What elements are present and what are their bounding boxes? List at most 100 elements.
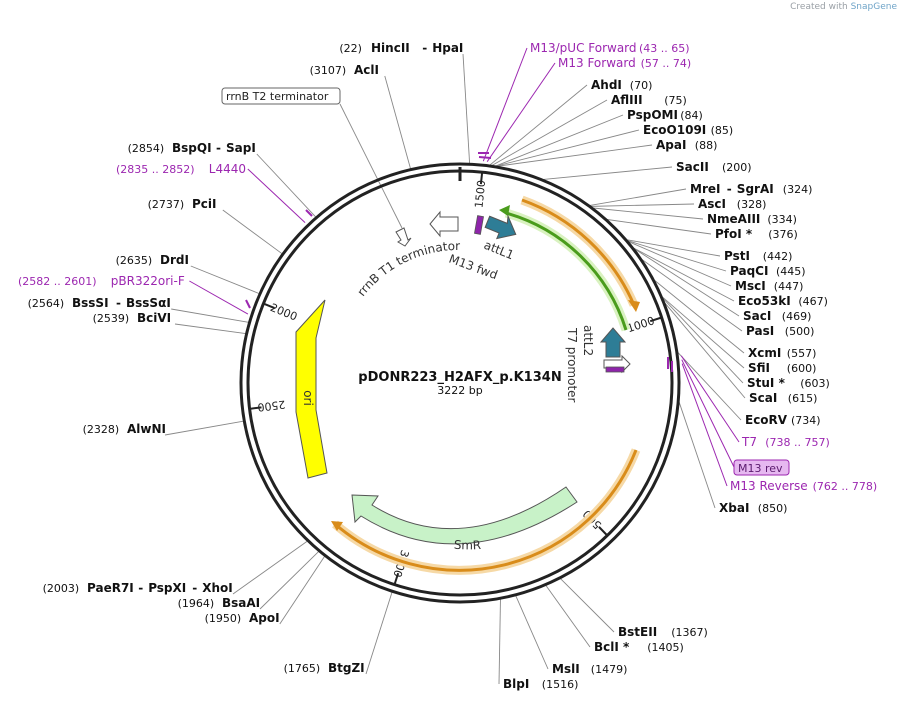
enzyme-position: (2635)	[116, 254, 153, 267]
plasmid-name: pDONR223_H2AFX_p.K134N	[358, 370, 561, 385]
enzyme-name: PaqCI	[730, 264, 768, 278]
enzyme-site[interactable]: XbaI(850)	[719, 501, 787, 515]
enzyme-name: XcmI	[748, 346, 781, 360]
enzyme-leader	[634, 248, 740, 317]
enzyme-leader	[593, 207, 704, 220]
feature-label-ori: ori	[301, 390, 315, 406]
enzyme-site[interactable]: (2854) BspQI-SapI	[128, 141, 256, 155]
enzyme-position: (2854)	[128, 142, 165, 155]
enzyme-leader	[279, 556, 325, 625]
enzyme-position: (1367)	[671, 626, 708, 639]
enzyme-site[interactable]: AhdI(70)	[591, 78, 652, 92]
primer-name: L4440	[209, 162, 246, 176]
enzyme-position: (2539)	[93, 312, 130, 325]
enzyme-site[interactable]: (2328)AlwNI	[83, 422, 166, 436]
enzyme-position: (2564)	[28, 297, 65, 310]
primer-name: M13 Reverse	[730, 479, 808, 493]
primer-site[interactable]: M13/pUC Forward(43 .. 65)	[530, 41, 690, 55]
enzyme-leader	[677, 352, 742, 421]
enzyme-site[interactable]: BstEII(1367)	[618, 625, 708, 639]
enzyme-position: (75)	[664, 94, 687, 107]
enzyme-leader	[232, 540, 308, 595]
enzyme-name: PfoI *	[715, 227, 753, 241]
primer-leader	[189, 280, 249, 315]
enzyme-leader	[498, 599, 501, 685]
enzyme-name: Eco53kI	[738, 294, 791, 308]
primer-site[interactable]: (2835 .. 2852)L4440	[116, 162, 246, 176]
enzyme-position: (22)	[339, 42, 362, 55]
enzyme-site[interactable]: NmeAIII(334)	[707, 212, 797, 226]
enzyme-site[interactable]: (22)HincII-HpaI	[339, 41, 463, 55]
enzyme-position: (88)	[695, 139, 718, 152]
enzyme-site[interactable]: AflIII(75)	[611, 93, 687, 107]
enzyme-name: SapI	[226, 141, 256, 155]
enzyme-site[interactable]: (2635)DrdI	[116, 253, 189, 267]
enzyme-site[interactable]: PaqCI(445)	[730, 264, 806, 278]
enzyme-site[interactable]: PasI(500)	[746, 324, 814, 338]
enzyme-name: BssSαI	[126, 296, 171, 310]
enzyme-name: BclI *	[594, 640, 630, 654]
feature-label-attl1: attL1	[482, 238, 516, 263]
feature-label-attl2: attL2	[581, 325, 595, 356]
enzyme-site[interactable]: EcoO109I(85)	[643, 123, 733, 137]
enzyme-name: SfiI	[748, 361, 770, 375]
enzyme-site[interactable]: EcoRV(734)	[745, 413, 821, 427]
enzyme-site[interactable]: BclI *(1405)	[594, 640, 684, 654]
scale-tick	[598, 526, 608, 537]
enzyme-site[interactable]: PstI(442)	[724, 249, 792, 263]
feature-arc-orange-upper	[521, 198, 636, 306]
enzyme-name: XbaI	[719, 501, 749, 515]
enzyme-site[interactable]: MscI(447)	[735, 279, 803, 293]
enzyme-site[interactable]: (1964)BsaAI	[178, 596, 261, 610]
enzyme-name: PspXI	[148, 581, 186, 595]
enzyme-site[interactable]: (2564)BssSI-BssSαI	[28, 296, 171, 310]
scale-tick-label: 1000	[626, 314, 657, 335]
enzyme-name: AlwNI	[127, 422, 166, 436]
credit-prefix: Created with	[790, 2, 848, 12]
enzyme-name: ApoI	[249, 611, 280, 625]
enzyme-site[interactable]: MreI-SgrAI(324)	[690, 182, 812, 196]
enzyme-site[interactable]: (1950)ApoI	[205, 611, 280, 625]
enzyme-site[interactable]: ScaI(615)	[749, 391, 817, 405]
m13-rev-highlight-box	[733, 459, 790, 476]
primer-site[interactable]: (2582 .. 2601)pBR322ori-F	[18, 274, 185, 288]
primer-site[interactable]: T7(738 .. 757)	[741, 435, 830, 449]
enzyme-separator: -	[216, 141, 221, 155]
primer-leader	[482, 47, 528, 162]
enzyme-site[interactable]: AscI(328)	[698, 197, 766, 211]
enzyme-site[interactable]: XcmI(557)	[748, 346, 816, 360]
enzyme-site[interactable]: PspOMI(84)	[627, 108, 703, 122]
feature-label-m13-fwd: M13 fwd	[447, 252, 500, 283]
feature-arrowhead-orange-upper	[628, 300, 640, 312]
enzyme-leader	[641, 259, 743, 332]
enzyme-site[interactable]: ApaI(88)	[656, 138, 717, 152]
enzyme-leader	[495, 114, 624, 167]
primer-site[interactable]: M13 Forward(57 .. 74)	[558, 56, 691, 70]
enzyme-position: (328)	[737, 198, 767, 211]
rrnb-t2-label: rrnB T2 terminator	[226, 90, 329, 103]
enzyme-leader	[164, 420, 244, 436]
enzyme-site[interactable]: (2539)BciVI	[93, 311, 172, 325]
enzyme-separator: -	[138, 581, 143, 595]
primer-site[interactable]: M13 Reverse(762 .. 778)	[730, 479, 877, 493]
enzyme-site[interactable]: SacII(200)	[676, 160, 752, 174]
rrnb-t2-label-box	[221, 87, 341, 105]
enzyme-site[interactable]: (2003)PaeR7I-PspXI-XhoI	[43, 581, 233, 595]
scale-tick	[263, 302, 275, 310]
enzyme-position: (615)	[788, 392, 818, 405]
enzyme-site[interactable]: (2737)PciI	[148, 197, 217, 211]
enzyme-site[interactable]: StuI *(603)	[747, 376, 830, 390]
leader-lines	[164, 47, 746, 685]
enzyme-site[interactable]: Eco53kI(467)	[738, 294, 828, 308]
enzyme-name: BspQI	[172, 141, 212, 155]
enzyme-leader	[662, 298, 744, 384]
enzyme-position: (469)	[782, 310, 812, 323]
enzyme-site[interactable]: BlpI(1516)	[503, 677, 578, 691]
enzyme-site[interactable]: PfoI *(376)	[715, 227, 798, 241]
enzyme-site[interactable]: SfiI(600)	[748, 361, 816, 375]
enzyme-site[interactable]: SacI(469)	[743, 309, 811, 323]
enzyme-site[interactable]: (1765)BtgZI	[284, 661, 365, 675]
enzyme-site[interactable]: MslI(1479)	[552, 662, 627, 676]
enzyme-site[interactable]: (3107)AclI	[310, 63, 379, 77]
